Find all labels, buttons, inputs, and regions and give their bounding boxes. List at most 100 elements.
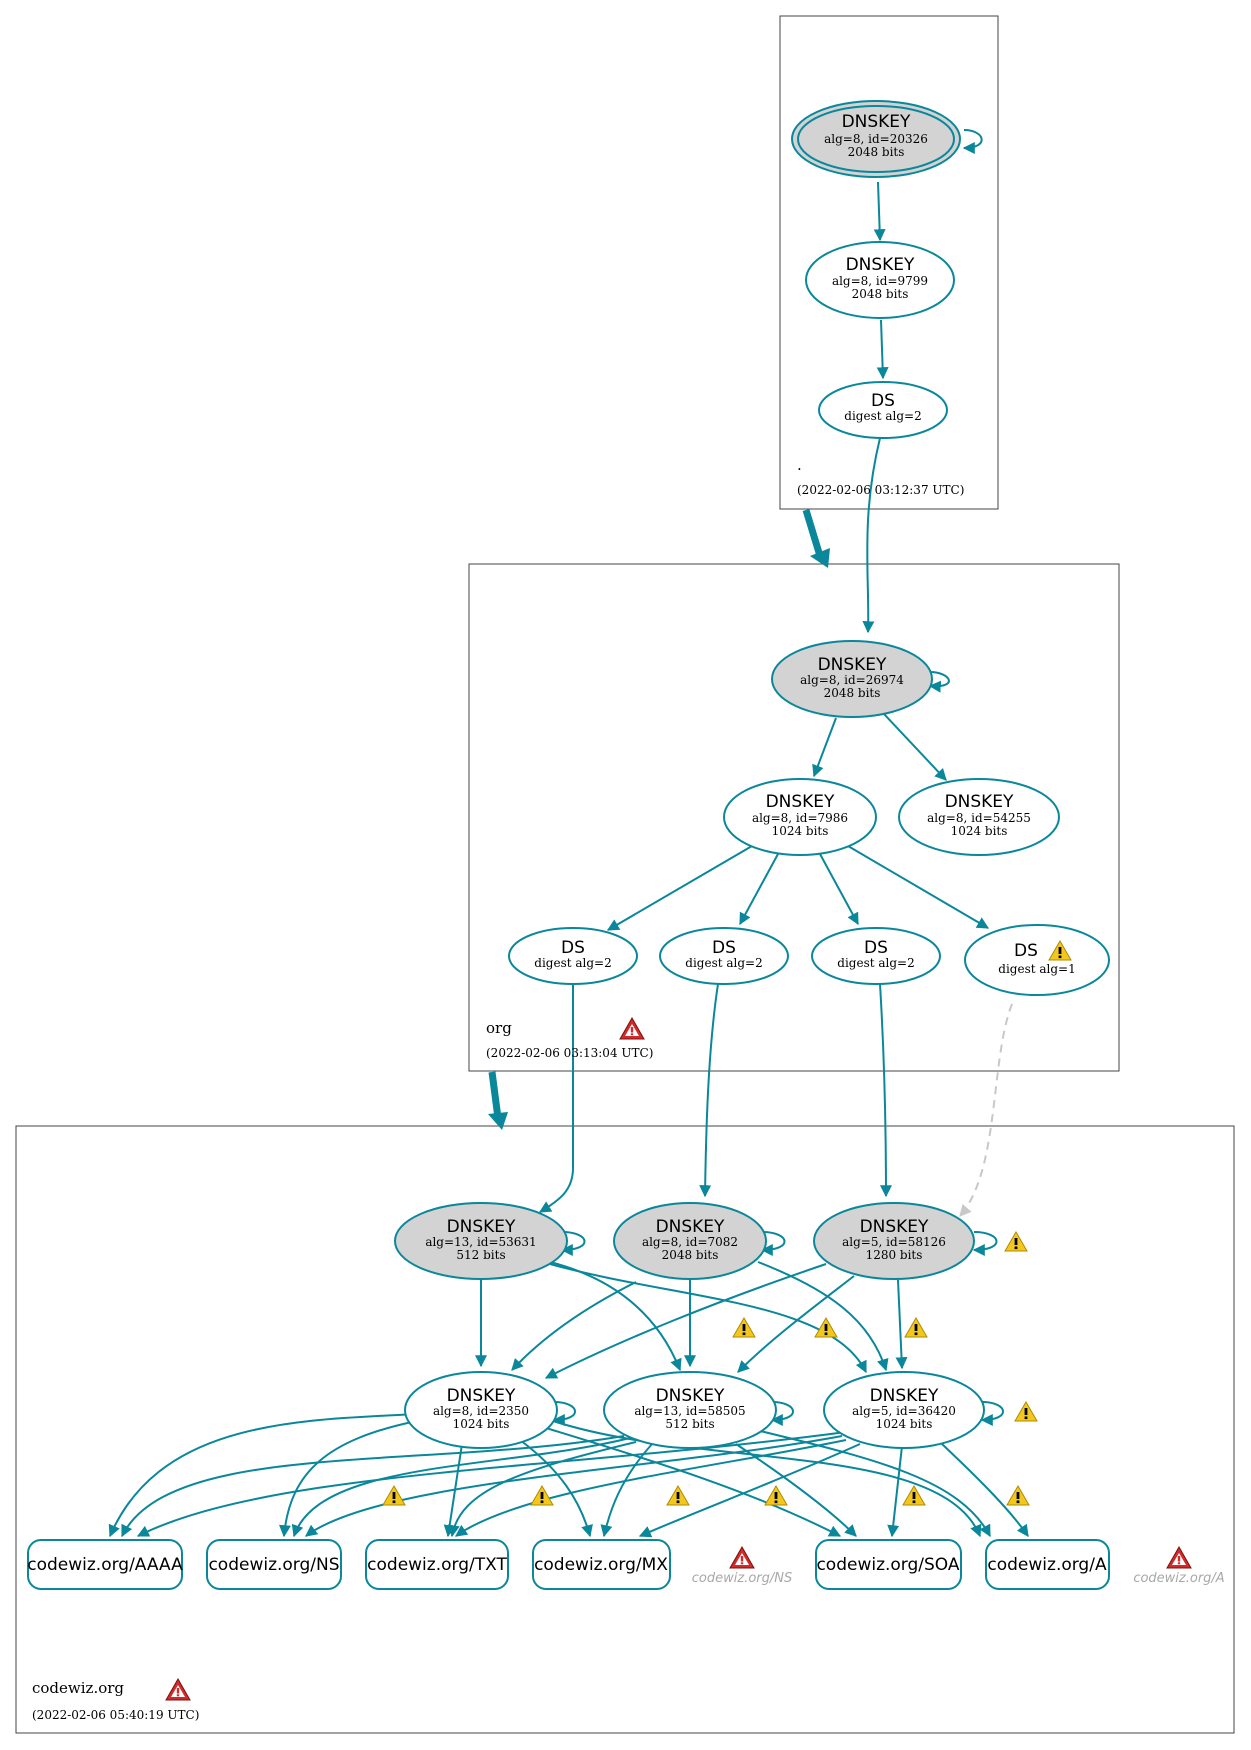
node-type-label: DNSKEY (846, 255, 915, 275)
edge (737, 1275, 855, 1373)
node-type-label: DNSKEY (447, 1217, 516, 1237)
edge (757, 1261, 889, 1372)
delegation-arrowhead (810, 548, 830, 568)
rrset-label: codewiz.org/SOA (816, 1555, 959, 1575)
edge (544, 1263, 827, 1379)
node-type-label: DS (1014, 941, 1038, 961)
ds-ellipse (964, 924, 1110, 996)
edge (279, 1421, 413, 1538)
edge (873, 181, 886, 242)
ds-ellipse (659, 927, 789, 985)
self-loop (928, 671, 950, 693)
ghost-rrset-ns[interactable]: codewiz.org/NS (692, 1546, 792, 1586)
node-root-ksk[interactable]: DNSKEY alg=8, id=20326 2048 bits (791, 100, 961, 178)
error-triangle-icon (729, 1546, 755, 1569)
node-root-zsk[interactable]: DNSKEY alg=8, id=9799 2048 bits (805, 241, 955, 319)
node-type-label: DS (712, 938, 736, 958)
edge (638, 1443, 861, 1538)
rrset-label: codewiz.org/NS (208, 1555, 339, 1575)
node-type-label: DNSKEY (656, 1217, 725, 1237)
node-detail-label: 1024 bits (453, 1417, 510, 1431)
warning-triangle-icon (732, 1317, 756, 1338)
delegation-arrowhead (488, 1112, 508, 1130)
edge (455, 1439, 847, 1537)
zone-org-box (468, 563, 1120, 1072)
error-triangle-icon (165, 1678, 191, 1701)
node-codewiz-ksk-7082[interactable]: DNSKEY alg=8, id=7082 2048 bits (613, 1202, 767, 1280)
zone-root-box (779, 15, 999, 510)
edge (136, 1431, 847, 1537)
node-detail-label: alg=13, id=58505 (634, 1404, 745, 1418)
node-detail-label: 1024 bits (951, 824, 1008, 838)
node-org-zsk-7986[interactable]: DNSKEY alg=8, id=7986 1024 bits (723, 778, 877, 856)
rrset-label: codewiz.org/A (987, 1555, 1107, 1575)
node-codewiz-ksk-53631[interactable]: DNSKEY alg=13, id=53631 512 bits (394, 1202, 568, 1280)
node-org-ds-1[interactable]: DS digest alg=2 (508, 927, 638, 985)
node-org-ksk[interactable]: DNSKEY alg=8, id=26974 2048 bits (771, 640, 933, 718)
node-type-label: DNSKEY (860, 1217, 929, 1237)
edge (862, 437, 881, 634)
rrset-box (27, 1539, 183, 1590)
edge (519, 1439, 593, 1538)
ghost-rrset-label: codewiz.org/NS (692, 1571, 792, 1586)
self-loop (972, 1231, 998, 1256)
edge (883, 713, 947, 781)
node-org-ds-2[interactable]: DS digest alg=2 (659, 927, 789, 985)
zone-org-timestamp: (2022-02-06 03:13:04 UTC) (486, 1046, 653, 1060)
node-codewiz-zsk-36420[interactable]: DNSKEY alg=5, id=36420 1024 bits (823, 1371, 985, 1449)
rrset-a[interactable]: codewiz.org/A (985, 1539, 1110, 1590)
edge (511, 1281, 637, 1371)
warning-triangle-icon (814, 1317, 838, 1338)
rrset-box (532, 1539, 671, 1590)
rrset-aaaa[interactable]: codewiz.org/AAAA (27, 1539, 183, 1590)
node-type-label: DS (864, 938, 888, 958)
edge (812, 717, 837, 778)
zone-root-name: . (797, 456, 802, 474)
zone-codewiz-timestamp: (2022-02-06 05:40:19 UTC) (32, 1708, 199, 1722)
zsk-ellipse (723, 778, 877, 856)
edge (108, 1413, 419, 1538)
edge (549, 1263, 867, 1374)
node-detail-label: digest alg=1 (998, 962, 1075, 976)
rrset-ns[interactable]: codewiz.org/NS (206, 1539, 342, 1590)
node-detail-label: digest alg=2 (837, 956, 914, 970)
node-detail-label: digest alg=2 (844, 409, 921, 423)
node-codewiz-zsk-2350[interactable]: DNSKEY alg=8, id=2350 1024 bits (404, 1371, 558, 1449)
node-detail-label: alg=8, id=20326 (824, 132, 928, 146)
node-org-zsk-54255[interactable]: DNSKEY alg=8, id=54255 1024 bits (898, 778, 1060, 856)
edge (121, 1435, 625, 1538)
node-detail-label: 2048 bits (852, 287, 909, 301)
delegation-root-to-org (802, 508, 824, 558)
node-org-ds-4[interactable]: DS digest alg=1 (964, 924, 1110, 996)
rrset-label: codewiz.org/AAAA (27, 1555, 183, 1575)
node-root-ds[interactable]: DS digest alg=2 (818, 381, 948, 439)
zsk-ellipse (603, 1371, 777, 1449)
warning-triangle-icon (764, 1485, 788, 1506)
ksk-ellipse (797, 105, 955, 173)
zone-org-name: org (486, 1019, 512, 1037)
rrset-mx[interactable]: codewiz.org/MX (532, 1539, 671, 1590)
node-org-ds-3[interactable]: DS digest alg=2 (811, 927, 941, 985)
node-detail-label: 1024 bits (876, 1417, 933, 1431)
edge (895, 1279, 908, 1370)
node-detail-label: 512 bits (456, 1248, 505, 1262)
rrset-box (365, 1539, 509, 1590)
node-detail-label: alg=8, id=9799 (832, 274, 928, 288)
rrset-box (206, 1539, 342, 1590)
zsk-ellipse (898, 778, 1060, 856)
node-codewiz-zsk-58505[interactable]: DNSKEY alg=13, id=58505 512 bits (603, 1371, 777, 1449)
node-detail-label: alg=8, id=54255 (927, 811, 1031, 825)
node-type-label: DNSKEY (945, 792, 1014, 812)
node-detail-label: alg=13, id=53631 (425, 1235, 536, 1249)
rrset-txt[interactable]: codewiz.org/TXT (365, 1539, 509, 1590)
ghost-rrset-a[interactable]: codewiz.org/A (1133, 1546, 1225, 1586)
node-detail-label: alg=8, id=26974 (800, 673, 904, 687)
warning-triangle-icon (666, 1485, 690, 1506)
node-detail-label: 1024 bits (772, 824, 829, 838)
node-codewiz-ksk-58126[interactable]: DNSKEY alg=5, id=58126 1280 bits (813, 1202, 975, 1280)
rrset-soa[interactable]: codewiz.org/SOA (815, 1539, 962, 1590)
ds-ellipse (818, 381, 948, 439)
node-detail-label: 1280 bits (866, 1248, 923, 1262)
warning-triangle-icon (902, 1485, 926, 1506)
